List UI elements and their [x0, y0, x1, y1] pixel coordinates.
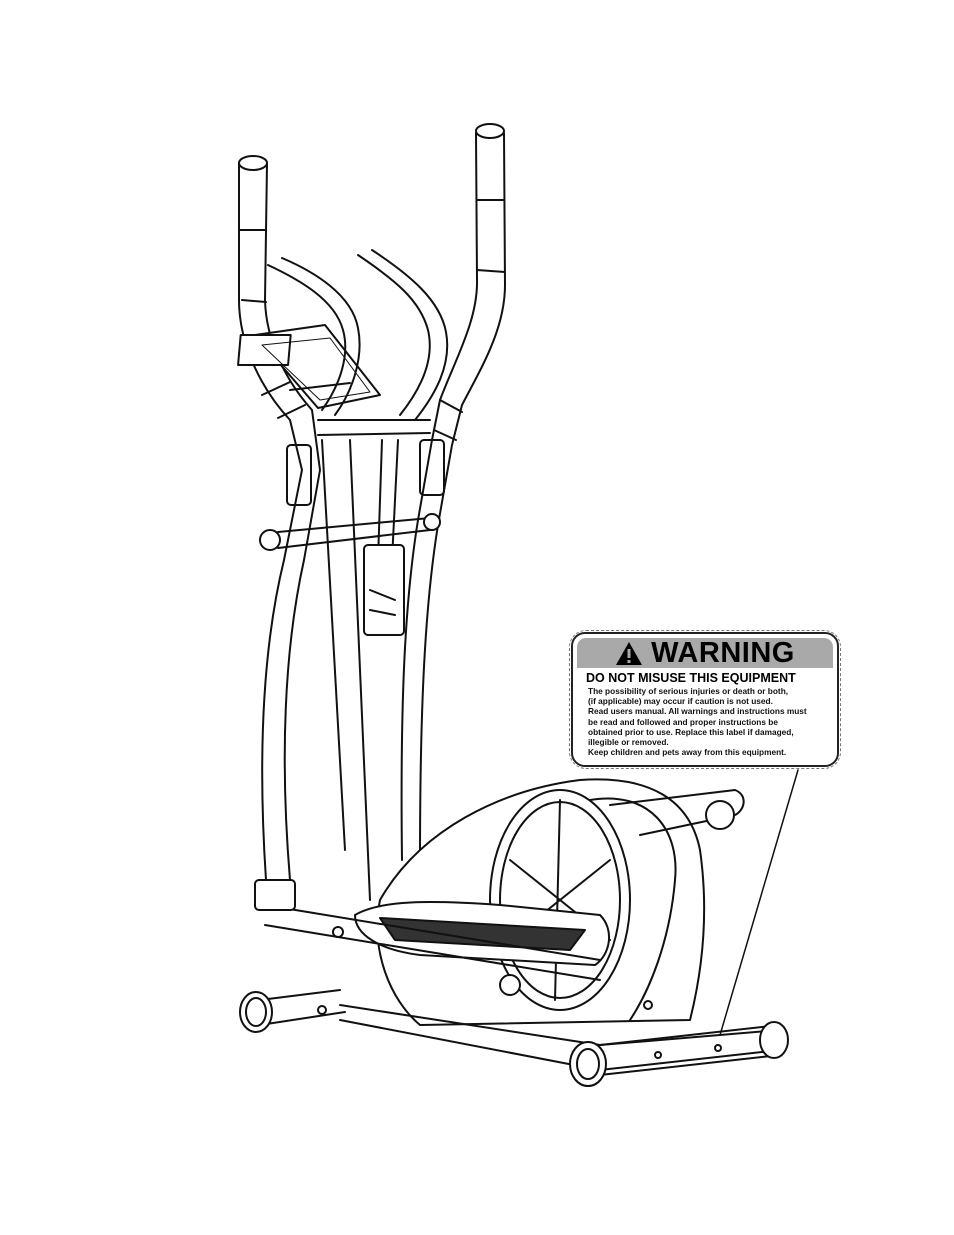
warning-line: The possibility of serious injuries or d… — [588, 686, 789, 696]
front-stabilizer — [239, 989, 346, 1033]
warning-line: Read users manual. All warnings and inst… — [588, 706, 807, 717]
warning-line: be read and followed and proper instruct… — [588, 716, 778, 727]
warning-title: WARNING — [651, 637, 795, 669]
central-mast — [321, 439, 405, 901]
rear-arm — [609, 789, 745, 836]
warning-subtitle: DO NOT MISUSE THIS EQUIPMENT — [586, 671, 796, 685]
label-leader-line — [719, 769, 799, 1036]
right-handlebar — [400, 123, 506, 861]
left-handlebar — [238, 155, 321, 881]
warning-line: Keep children and pets away from this eq… — [588, 747, 787, 758]
warning-line: (if applicable) may occur if caution is … — [588, 696, 773, 707]
exclamation-triangle-icon — [616, 641, 643, 665]
warning-line: obtained prior to use. Replace this labe… — [588, 726, 794, 737]
warning-header: WARNING — [577, 638, 833, 668]
warning-label: WARNING DO NOT MISUSE THIS EQUIPMENT The… — [569, 630, 841, 769]
console — [237, 324, 381, 409]
warning-line: illegible or removed. — [588, 737, 669, 748]
frame-rails — [254, 879, 601, 981]
crossbar — [259, 513, 441, 551]
warning-body: The possibility of serious injuries or d… — [588, 686, 833, 757]
flywheel-housing — [376, 778, 706, 1026]
inner-handlebars — [267, 249, 449, 436]
base-rail — [339, 1004, 789, 1087]
